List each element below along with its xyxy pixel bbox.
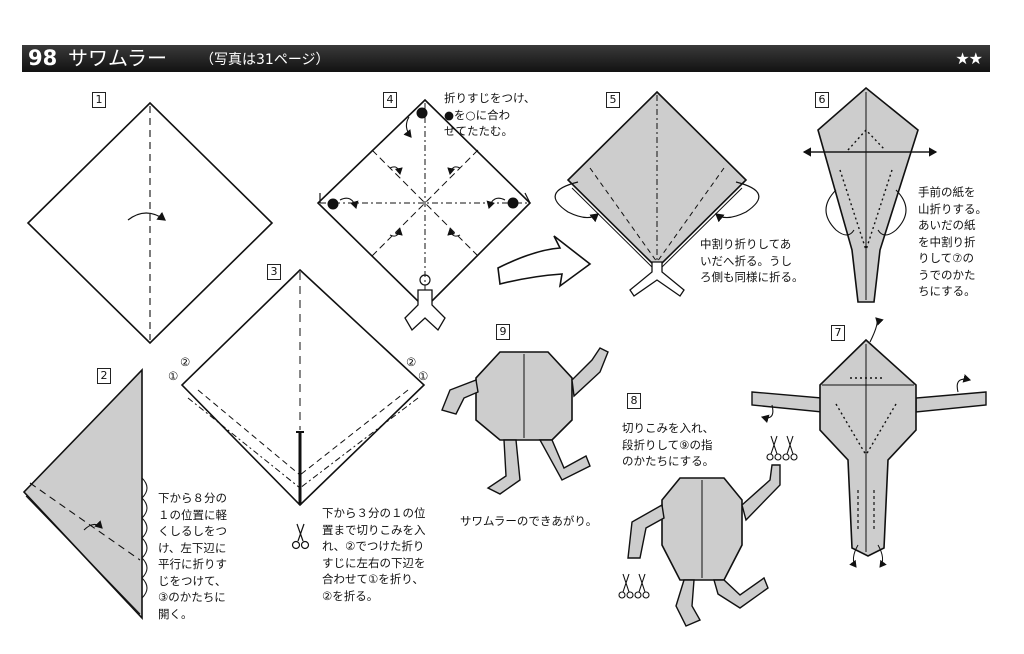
step-3-diamond: [180, 268, 426, 550]
step-8-instruction: 切りこみを入れ、 段折りして⑨の指 のかたちにする。: [622, 421, 715, 468]
step-number-5: 5: [606, 92, 620, 108]
step-4-instruction: 折りすじをつけ、 ●を○に合わ せてたたむ。: [444, 91, 536, 138]
step-7-model-with-arms: [751, 317, 987, 568]
step-4-square: [316, 98, 532, 332]
difficulty-stars: ★★: [955, 49, 983, 68]
step-number-3: 3: [267, 264, 281, 280]
step-6-long-form: [802, 86, 938, 303]
step-transition-arrow: [497, 235, 592, 288]
page-header: 98 サワムラー （写真は31ページ） ★★: [22, 45, 990, 72]
step-8-model: [618, 435, 798, 627]
marker-1-right: ①: [418, 369, 429, 383]
marker-1-left: ①: [168, 369, 179, 383]
marker-2-left: ②: [180, 355, 191, 369]
step-number-7: 7: [831, 325, 845, 341]
step-number-8: 8: [627, 393, 641, 409]
step-9-finished-model: [441, 347, 609, 495]
step-2-half-diamond: [22, 368, 148, 621]
step-number-2: 2: [97, 368, 111, 384]
step-6-instruction: 手前の紙を 山折りする。 あいだの紙 を中割り折 りして⑦の うでのかた ちにす…: [918, 185, 987, 298]
step-9-caption: サワムラーのできあがり。: [460, 514, 598, 528]
step-number-1: 1: [92, 92, 106, 108]
step-number-6: 6: [815, 92, 829, 108]
step-number-9: 9: [496, 324, 510, 340]
marker-2-right: ②: [406, 355, 417, 369]
step-number-4: 4: [383, 92, 397, 108]
model-title: サワムラー: [68, 46, 167, 70]
photo-reference: （写真は31ページ）: [200, 52, 330, 68]
step-1-square: [26, 101, 274, 345]
step-3-instruction: 下から３分の１の位 置まで切りこみを入 れ、②でつけた折り すじに左右の下辺を …: [322, 506, 426, 603]
step-5-instruction: 中割り折りしてあ いだへ折る。うし ろ側も同様に折る。: [700, 237, 804, 284]
step-5-diamond: [554, 90, 760, 297]
model-number: 98: [28, 46, 58, 70]
step-2-instruction: 下から８分の １の位置に軽 くしるしをつ け、左下辺に 平行に折りす じをつけて…: [158, 491, 227, 621]
